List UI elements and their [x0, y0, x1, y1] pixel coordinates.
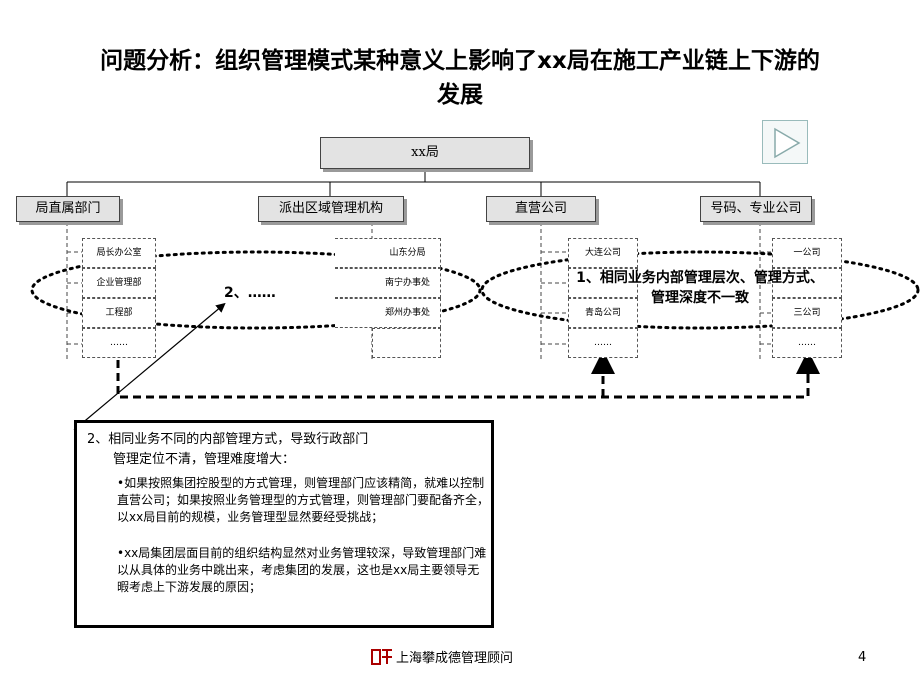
page-number: 4 — [858, 650, 867, 665]
note-bullet-1: •如果按照集团控股型的方式管理，则管理部门应该精简，就难以控制直营公司；如果按照… — [117, 476, 490, 524]
sub-unit — [772, 268, 842, 298]
branch-direct-companies: 直营公司 — [486, 196, 596, 222]
sub-unit — [372, 328, 441, 358]
callout-right-line-1: 1、相同业务内部管理层次、管理方式、 — [576, 270, 824, 286]
sub-unit: 一公司 — [772, 238, 842, 268]
sub-unit-label: …… — [798, 338, 816, 348]
sub-unit-label: 郑州办事处 — [384, 308, 430, 318]
callout-right: 1、相同业务内部管理层次、管理方式、 管理深度不一致 — [540, 268, 860, 308]
next-slide-button[interactable] — [762, 120, 808, 164]
branch-regional-agencies: 派出区域管理机构 — [258, 196, 404, 222]
sub-unit: 三公司 — [772, 298, 842, 328]
sub-unit-label: …… — [110, 338, 128, 348]
branch-label: 局直属部门 — [35, 201, 101, 216]
sub-unit: 大连公司 — [568, 238, 638, 268]
sub-unit: 山东分局 — [335, 238, 441, 268]
note-bullet-2: •xx局集团层面目前的组织结构显然对业务管理较深，导致管理部门难以从具体的业务中… — [117, 546, 487, 594]
top-node-label: xx局 — [411, 145, 439, 160]
sub-unit-label: …… — [594, 338, 612, 348]
sub-unit-label: 青岛公司 — [584, 308, 621, 318]
sub-unit-label: 山东分局 — [389, 248, 426, 258]
play-nav-icon — [774, 127, 801, 159]
sub-unit-label: 南宁办事处 — [384, 278, 430, 288]
sub-unit: 工程部 — [82, 298, 156, 328]
sub-unit: 青岛公司 — [568, 298, 638, 328]
sub-unit: …… — [82, 328, 156, 358]
callout-right-line-2: 管理深度不一致 — [651, 290, 749, 306]
footer-company: 上海攀成德管理顾问 — [396, 647, 513, 666]
sub-unit-label: 局长办公室 — [96, 248, 142, 258]
branch-label: 号码、专业公司 — [710, 201, 802, 216]
sub-unit — [568, 268, 638, 298]
note-heading-2: 管理定位不清，管理难度增大： — [113, 452, 296, 467]
sub-unit-label: 工程部 — [105, 308, 133, 318]
title-line-1: 问题分析：组织管理模式某种意义上影响了xx局在施工产业链上下游的 — [100, 48, 820, 74]
branch-label: 直营公司 — [514, 201, 567, 216]
title-line-2: 发展 — [437, 82, 483, 108]
page-title: 问题分析：组织管理模式某种意义上影响了xx局在施工产业链上下游的 发展 — [40, 44, 880, 112]
branch-label: 派出区域管理机构 — [278, 201, 383, 216]
sub-unit: 郑州办事处 — [335, 298, 441, 328]
sub-unit: 局长办公室 — [82, 238, 156, 268]
callout-left: 2、…… — [224, 285, 276, 301]
company-logo-icon — [370, 648, 394, 666]
sub-unit: 企业管理部 — [82, 268, 156, 298]
note-heading-1: 2、相同业务不同的内部管理方式，导致行政部门 — [87, 432, 369, 447]
sub-unit: …… — [772, 328, 842, 358]
top-node-xx-bureau: xx局 — [320, 137, 530, 169]
analysis-note-box: 2、相同业务不同的内部管理方式，导致行政部门 管理定位不清，管理难度增大： •如… — [74, 420, 494, 628]
branch-direct-departments: 局直属部门 — [16, 196, 120, 222]
sub-unit-label: 大连公司 — [584, 248, 621, 258]
sub-unit: 南宁办事处 — [335, 268, 441, 298]
branch-numbered-companies: 号码、专业公司 — [700, 196, 812, 222]
sub-unit-label: 三公司 — [793, 308, 821, 318]
sub-unit: …… — [568, 328, 638, 358]
footer-company-label: 上海攀成德管理顾问 — [396, 651, 514, 666]
sub-unit-label: 一公司 — [793, 248, 821, 258]
sub-unit-label: 企业管理部 — [96, 278, 142, 288]
